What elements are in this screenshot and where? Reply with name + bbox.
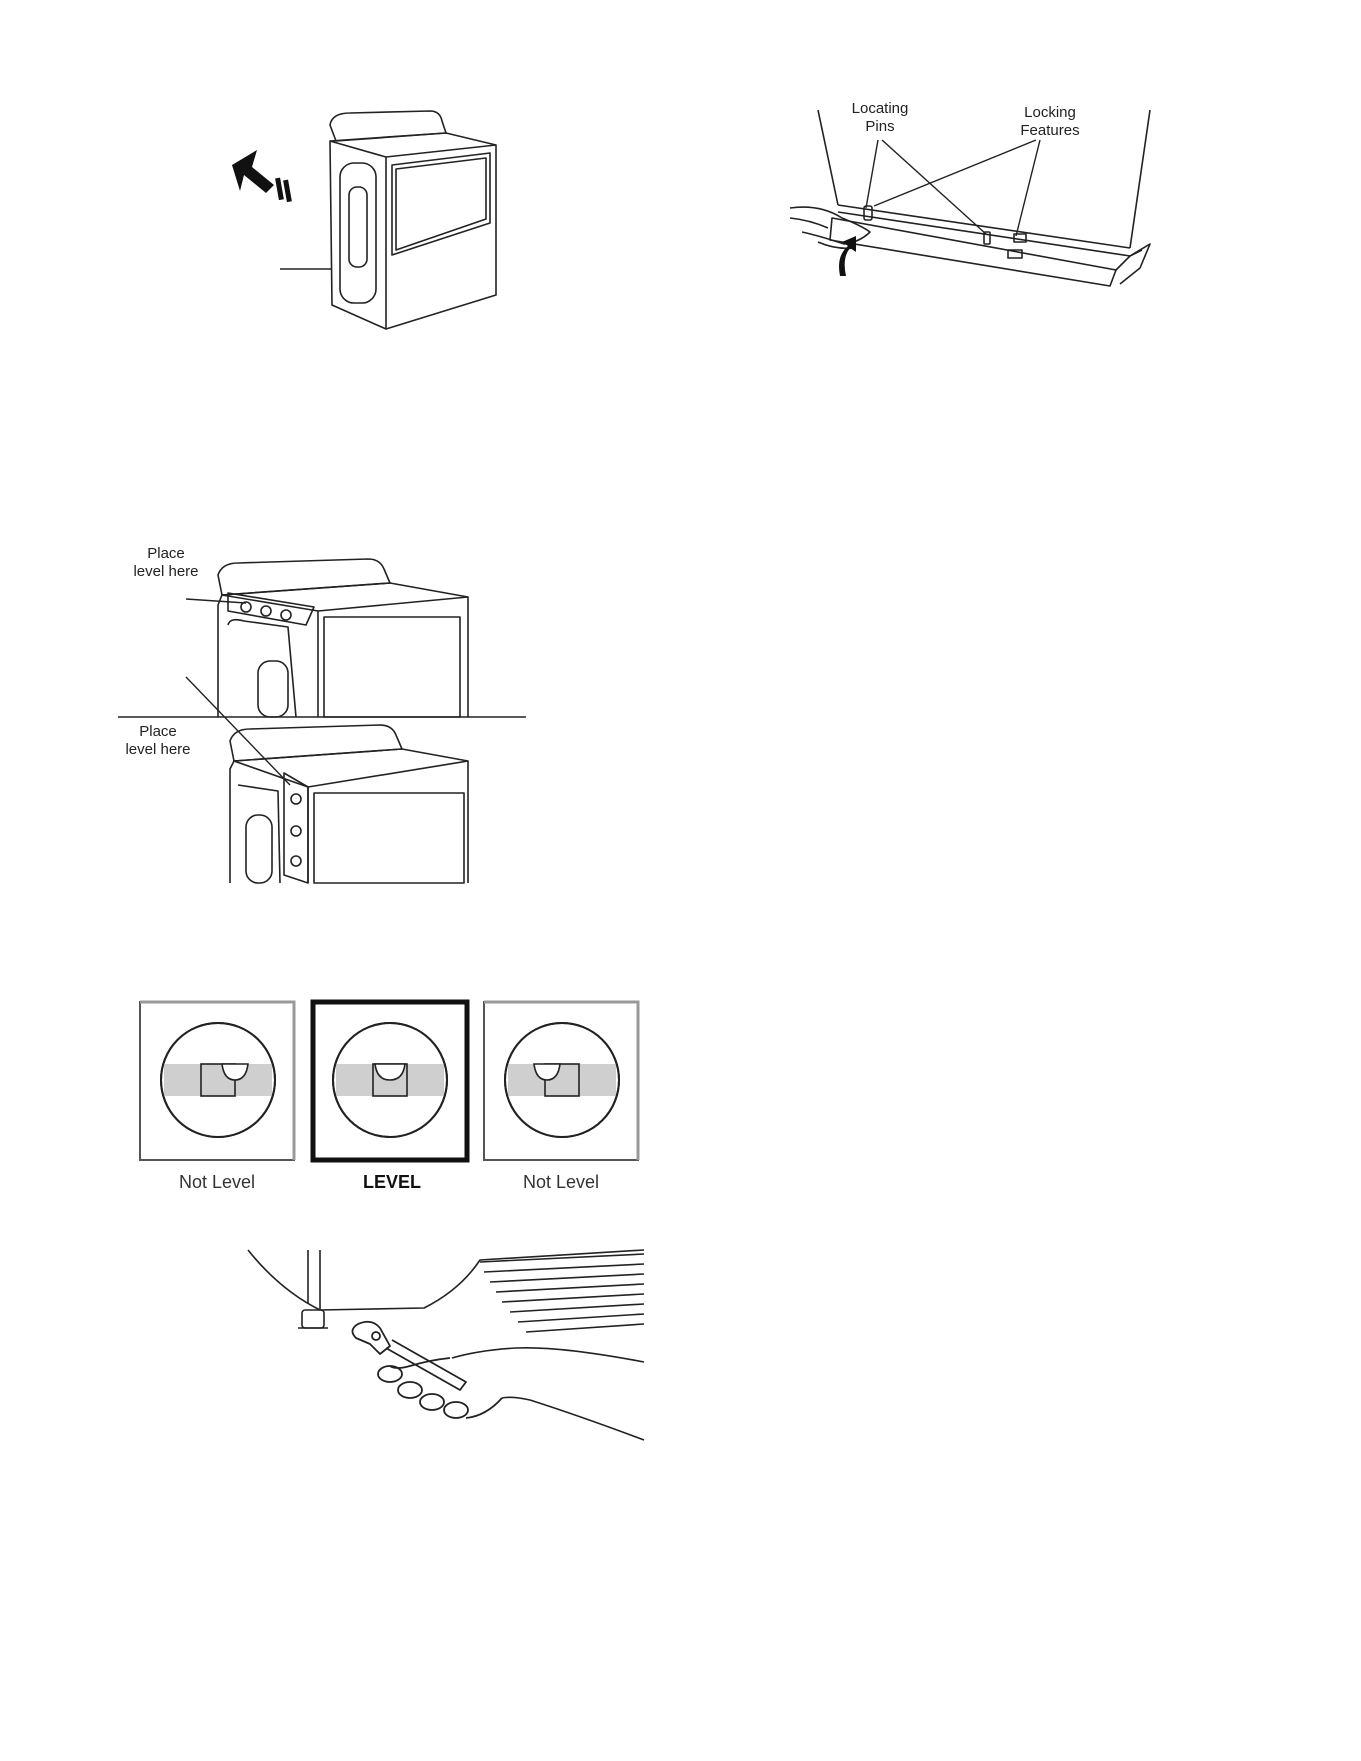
wrench-leveling-figure — [240, 1250, 650, 1450]
place-level-top-label: Place level here — [118, 545, 214, 581]
place-level-bottom-label: Place level here — [110, 723, 206, 759]
caption-not-level-right: Not Level — [482, 1172, 640, 1193]
arrow-up-left-icon — [232, 150, 292, 202]
dryer-push-figure — [260, 105, 540, 345]
bubble-level-level — [313, 1002, 467, 1160]
locating-pins-label: Locating Pins — [830, 100, 930, 136]
caption-level: LEVEL — [313, 1172, 471, 1193]
wrench-icon — [352, 1322, 502, 1418]
caption-not-level-left: Not Level — [138, 1172, 296, 1193]
base-panel-figure: Locating Pins Locking Features — [790, 100, 1180, 330]
bubble-level-not-level-right — [484, 1002, 638, 1160]
bubble-levels-figure: Not Level LEVEL Not Level — [138, 1000, 648, 1200]
bubble-level-not-level-left — [140, 1002, 294, 1160]
locking-features-label: Locking Features — [1000, 104, 1100, 140]
place-level-figure: Place level here Place level here — [118, 555, 528, 885]
